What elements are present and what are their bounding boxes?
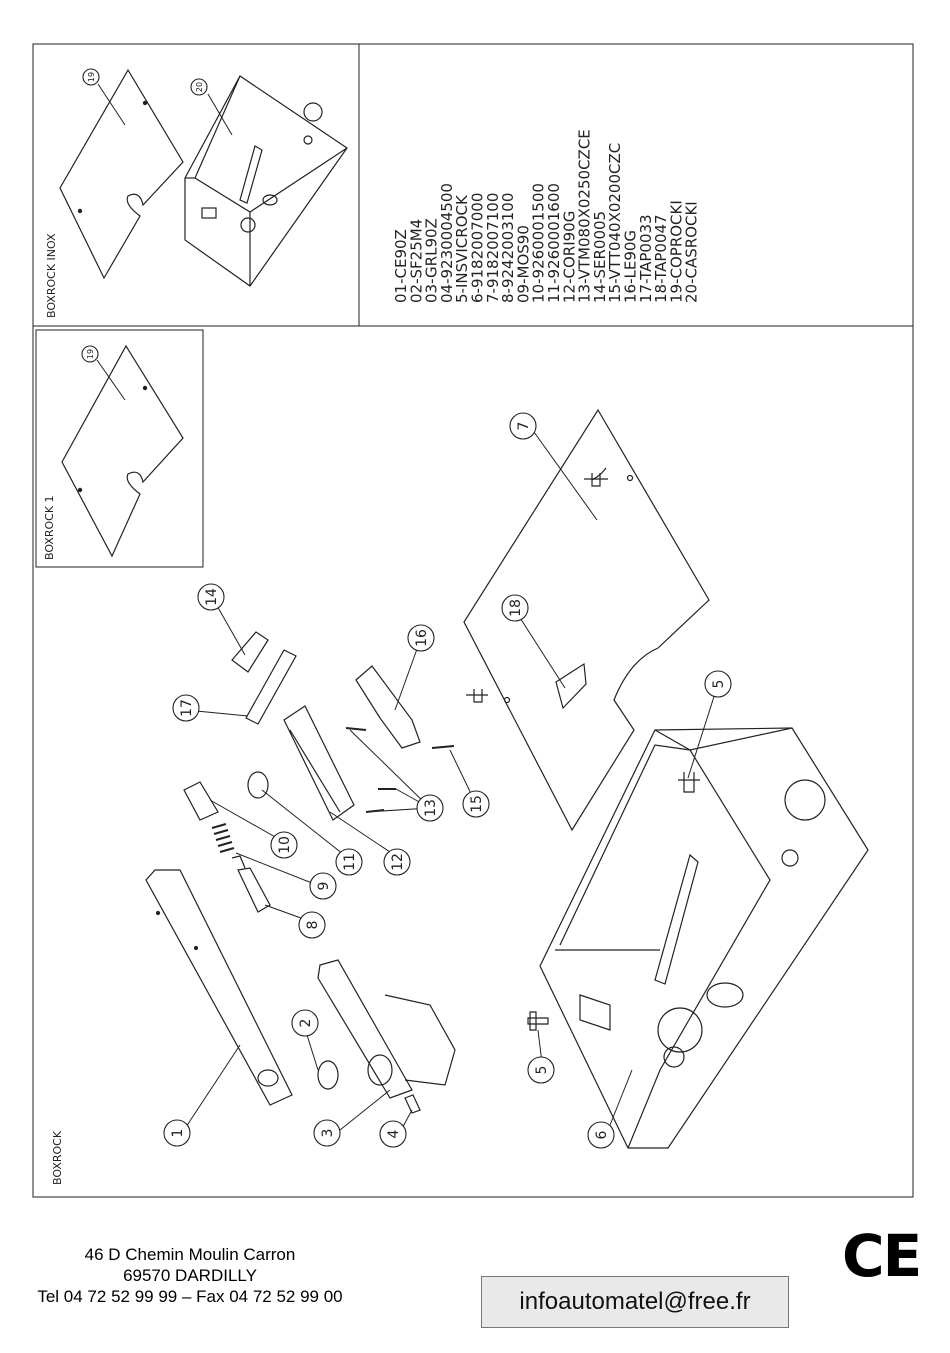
callout-number: 5 — [534, 1066, 550, 1075]
callout-number: 4 — [386, 1129, 402, 1138]
part-3-illustration — [317, 959, 456, 1099]
part-2-illustration — [317, 1060, 339, 1090]
lid-19-inox-illustration — [59, 68, 184, 280]
drawing-frame — [32, 43, 914, 1198]
part-4-illustration — [404, 1094, 421, 1114]
callout-circle — [81, 345, 99, 363]
callout-circle — [462, 790, 490, 818]
callout-number: 8 — [305, 921, 321, 930]
callout-circle — [163, 1119, 191, 1147]
part-15-screw-illustration — [431, 745, 455, 749]
parts-list-item: 17-TAP0033 — [637, 214, 655, 303]
parts-list-item: 09-MOS90 — [514, 225, 532, 303]
part-1-illustration — [145, 869, 293, 1106]
callout-circle — [416, 794, 444, 822]
address-line-2: 69570 DARDILLY — [123, 1266, 257, 1285]
callout-number: 13 — [423, 799, 439, 817]
ce-mark-logo: CE — [842, 1222, 922, 1290]
address-line-1: 46 D Chemin Moulin Carron — [84, 1245, 296, 1264]
part-11-illustration — [247, 771, 269, 799]
parts-list-item: 8-9242003100 — [499, 193, 517, 303]
callout-circle — [383, 848, 411, 876]
callout-number: 11 — [342, 853, 358, 871]
panel-label-boxrock-1: BOXROCK 1 — [43, 495, 56, 560]
box-20-inox-illustration — [184, 75, 348, 287]
parts-list: 01-CE90Z02-SF25M403-GRL90Z04-92300045005… — [392, 129, 701, 303]
callout-number: 16 — [414, 629, 430, 647]
boxrock-1-panel — [35, 329, 204, 568]
callout-number: 5 — [711, 680, 727, 689]
callout-circle — [509, 412, 537, 440]
callout-number: 6 — [594, 1130, 610, 1139]
email-box[interactable]: infoautomatel@free.fr — [481, 1276, 789, 1328]
phone-fax-line: Tel 04 72 52 99 99 – Fax 04 72 52 99 00 — [37, 1287, 343, 1306]
callout-number: 12 — [390, 853, 406, 871]
parts-list-item: 14-SER0005 — [591, 211, 609, 303]
part-10-illustration — [183, 781, 219, 821]
callout-circle — [501, 594, 529, 622]
lid-7-illustration — [463, 408, 710, 832]
parts-list-item: 04-9230004500 — [438, 183, 456, 303]
callout-number: 7 — [516, 422, 532, 431]
callout-circle — [291, 1009, 319, 1037]
parts-list-item: 13-VTM080X0250CZCE — [576, 129, 594, 303]
callout-number: 14 — [204, 588, 220, 606]
parts-list-item: 10-9260001500 — [530, 183, 548, 303]
parts-list-item: 6-9182007000 — [469, 193, 487, 303]
callout-circle — [335, 848, 363, 876]
parts-list-item: 15-VTT040X0200CZC — [606, 143, 624, 303]
callout-circle — [190, 78, 208, 96]
parts-list-item: 18-TAP0047 — [652, 214, 670, 303]
callout-circle — [197, 583, 225, 611]
parts-list-item: 03-GRL90Z — [423, 218, 441, 303]
part-5-screw-illustration — [527, 1011, 549, 1031]
callout-circle — [172, 694, 200, 722]
callout-circle — [407, 624, 435, 652]
parts-list-item: 01-CE90Z — [392, 229, 410, 303]
part-8-illustration — [231, 855, 271, 913]
callout-circle — [527, 1056, 555, 1084]
email-address[interactable]: infoautomatel@free.fr — [519, 1288, 751, 1315]
callout-number: 10 — [277, 836, 293, 854]
callout-circle — [704, 670, 732, 698]
parts-list-item: 16-LE90G — [622, 230, 640, 303]
callout-number: 17 — [179, 699, 195, 717]
callout-number: 9 — [316, 882, 332, 891]
part-13-screws-illustration — [345, 727, 396, 813]
parts-list-item: 5-INSVICROCK — [453, 194, 471, 303]
parts-list-item: 7-9182007100 — [484, 193, 502, 303]
callout-number: 15 — [469, 795, 485, 813]
parts-list-item: 12-CORI90G — [560, 211, 578, 303]
callout-circle — [309, 872, 337, 900]
lid-19-boxrock1-illustration — [61, 344, 184, 558]
parts-list-item: 19-COPROCKI — [667, 200, 685, 303]
parts-list-item: 02-SF25M4 — [407, 219, 425, 303]
callout-circle — [313, 1119, 341, 1147]
part-12-illustration — [283, 705, 355, 821]
box-6-illustration — [539, 727, 869, 1149]
parts-list-item: 11-9260001600 — [545, 183, 563, 303]
parts-list-item: 20-CASROCKI — [683, 201, 701, 303]
panel-label-boxrock-inox: BOXROCK INOX — [45, 233, 58, 318]
callout-circle — [298, 911, 326, 939]
part-17-illustration — [245, 649, 297, 725]
part-9-spring-illustration — [211, 823, 235, 853]
company-address-block: 46 D Chemin Moulin Carron 69570 DARDILLY… — [0, 1244, 380, 1307]
callout-circle — [270, 831, 298, 859]
callout-number: 3 — [320, 1129, 336, 1138]
callout-circle — [82, 68, 100, 86]
panel-label-boxrock: BOXROCK — [51, 1130, 64, 1185]
callout-number: 2 — [298, 1019, 314, 1028]
callout-number: 1 — [170, 1129, 186, 1138]
callout-number: 20 — [195, 82, 204, 92]
part-16-illustration — [355, 665, 421, 749]
callout-number: 19 — [86, 349, 95, 359]
callout-circle — [379, 1120, 407, 1148]
part-14-illustration — [231, 631, 269, 673]
callout-number: 18 — [508, 599, 524, 617]
callout-number: 19 — [87, 72, 96, 82]
callout-circle — [587, 1121, 615, 1149]
